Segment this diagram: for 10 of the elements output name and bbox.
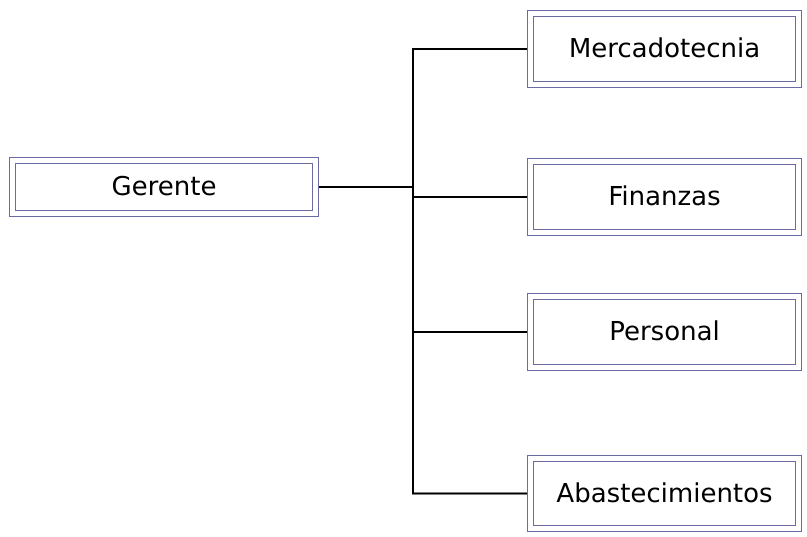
department-box bbox=[527, 293, 802, 371]
box-label: Gerente bbox=[112, 172, 216, 202]
box-label: Abastecimientos bbox=[556, 478, 773, 508]
box-label: Mercadotecnia bbox=[568, 34, 760, 64]
department-box bbox=[527, 455, 802, 532]
department-box bbox=[527, 10, 802, 88]
box-label: Personal bbox=[609, 317, 720, 347]
manager-box bbox=[9, 157, 319, 217]
department-box bbox=[527, 158, 802, 236]
box-label: Finanzas bbox=[608, 182, 721, 212]
